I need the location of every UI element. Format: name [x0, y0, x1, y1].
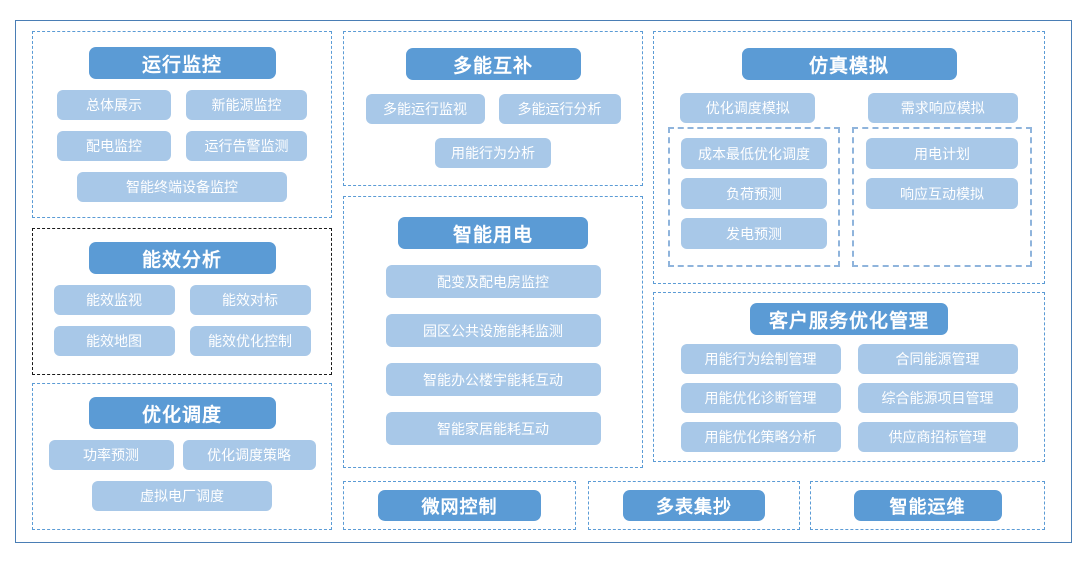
row: 配变及配电房监控 [385, 265, 601, 298]
item-energy-optimization-strategy-analysis[interactable]: 用能优化策略分析 [680, 422, 841, 452]
item-electricity-plan[interactable]: 用电计划 [866, 138, 1018, 169]
subgroup-dispatch-simulation[interactable]: 成本最低优化调度 负荷预测 发电预测 [668, 127, 840, 267]
item-smart-home-energy-interaction[interactable]: 智能家居能耗互动 [385, 412, 601, 445]
item-transformer-substation-monitoring[interactable]: 配变及配电房监控 [385, 265, 601, 298]
row: 用能优化诊断管理 综合能源项目管理 [680, 383, 1018, 413]
item-multi-energy-operation-monitoring[interactable]: 多能运行监视 [365, 94, 485, 124]
row: 园区公共设施能耗监测 [385, 314, 601, 347]
group-title-simulation[interactable]: 仿真模拟 [741, 48, 957, 80]
item-overall-display[interactable]: 总体展示 [57, 90, 171, 120]
item-optimal-dispatch-strategy[interactable]: 优化调度策略 [182, 440, 316, 470]
item-virtual-power-plant-dispatch[interactable]: 虚拟电厂调度 [92, 481, 272, 511]
item-generation-forecast[interactable]: 发电预测 [681, 218, 827, 249]
item-efficiency-optimization-control[interactable]: 能效优化控制 [189, 326, 311, 356]
row: 多能运行监视 多能运行分析 [365, 94, 621, 124]
item-operation-alarm-monitoring[interactable]: 运行告警监测 [186, 131, 307, 161]
group-title-energy-efficiency[interactable]: 能效分析 [88, 242, 276, 274]
item-energy-behavior-mapping-management[interactable]: 用能行为绘制管理 [680, 344, 841, 374]
group-smart-electricity[interactable]: 智能用电 配变及配电房监控 园区公共设施能耗监测 智能办公楼宇能耗互动 智能家居… [343, 196, 643, 468]
group-title-smart-electricity[interactable]: 智能用电 [398, 217, 588, 249]
group-energy-efficiency[interactable]: 能效分析 能效监视 能效对标 能效地图 能效优化控制 [32, 228, 332, 375]
item-efficiency-map[interactable]: 能效地图 [53, 326, 175, 356]
item-efficiency-monitoring[interactable]: 能效监视 [53, 285, 175, 315]
group-title-smart-om[interactable]: 智能运维 [853, 490, 1002, 521]
item-load-forecast[interactable]: 负荷预测 [681, 178, 827, 209]
row: 智能家居能耗互动 [385, 412, 601, 445]
row: 智能终端设备监控 [77, 172, 287, 202]
row: 优化调度模拟 需求响应模拟 [654, 93, 1044, 123]
item-integrated-energy-project-management[interactable]: 综合能源项目管理 [857, 383, 1018, 413]
group-title-microgrid-control[interactable]: 微网控制 [378, 490, 541, 521]
group-microgrid-control[interactable]: 微网控制 [343, 481, 576, 530]
row: 配电监控 运行告警监测 [57, 131, 307, 161]
group-title-multi-meter-reading[interactable]: 多表集抄 [623, 490, 765, 521]
row: 总体展示 新能源监控 [57, 90, 307, 120]
group-title-customer-service[interactable]: 客户服务优化管理 [750, 303, 948, 335]
item-energy-optimization-diagnosis-management[interactable]: 用能优化诊断管理 [680, 383, 841, 413]
item-distribution-monitoring[interactable]: 配电监控 [57, 131, 171, 161]
item-supplier-tender-management[interactable]: 供应商招标管理 [857, 422, 1018, 452]
group-multi-energy[interactable]: 多能互补 多能运行监视 多能运行分析 用能行为分析 [343, 31, 643, 186]
item-smart-office-building-energy-interaction[interactable]: 智能办公楼宇能耗互动 [385, 363, 601, 396]
group-multi-meter-reading[interactable]: 多表集抄 [588, 481, 800, 530]
item-response-interaction-simulation[interactable]: 响应互动模拟 [866, 178, 1018, 209]
group-customer-service[interactable]: 客户服务优化管理 用能行为绘制管理 合同能源管理 用能优化诊断管理 综合能源项目… [653, 292, 1045, 462]
subgroup-demand-response-simulation[interactable]: 用电计划 响应互动模拟 [852, 127, 1032, 267]
item-new-energy-monitoring[interactable]: 新能源监控 [186, 90, 307, 120]
item-energy-behavior-analysis[interactable]: 用能行为分析 [435, 138, 551, 168]
item-multi-energy-operation-analysis[interactable]: 多能运行分析 [498, 94, 621, 124]
row: 用能行为绘制管理 合同能源管理 [680, 344, 1018, 374]
group-smart-om[interactable]: 智能运维 [810, 481, 1045, 530]
item-efficiency-benchmarking[interactable]: 能效对标 [189, 285, 311, 315]
item-lowest-cost-optimal-dispatch[interactable]: 成本最低优化调度 [681, 138, 827, 169]
row: 用能行为分析 [435, 138, 551, 168]
row: 功率预测 优化调度策略 [48, 440, 316, 470]
row: 能效监视 能效对标 [53, 285, 311, 315]
item-demand-response-simulation[interactable]: 需求响应模拟 [867, 93, 1018, 123]
group-title-operation-monitoring[interactable]: 运行监控 [88, 47, 276, 79]
group-operation-monitoring[interactable]: 运行监控 总体展示 新能源监控 配电监控 运行告警监测 智能终端设备监控 [32, 31, 332, 218]
item-optimal-dispatch-simulation[interactable]: 优化调度模拟 [680, 93, 816, 123]
group-title-multi-energy[interactable]: 多能互补 [405, 48, 581, 80]
row: 用能优化策略分析 供应商招标管理 [680, 422, 1018, 452]
row: 智能办公楼宇能耗互动 [385, 363, 601, 396]
group-title-optimal-dispatch[interactable]: 优化调度 [88, 397, 276, 429]
item-contract-energy-management[interactable]: 合同能源管理 [857, 344, 1018, 374]
row: 虚拟电厂调度 [92, 481, 272, 511]
row: 能效地图 能效优化控制 [53, 326, 311, 356]
group-simulation[interactable]: 仿真模拟 优化调度模拟 需求响应模拟 成本最低优化调度 负荷预测 发电预测 用电… [653, 31, 1045, 284]
item-park-public-facility-energy-monitoring[interactable]: 园区公共设施能耗监测 [385, 314, 601, 347]
item-power-forecast[interactable]: 功率预测 [48, 440, 174, 470]
group-optimal-dispatch[interactable]: 优化调度 功率预测 优化调度策略 虚拟电厂调度 [32, 383, 332, 530]
item-smart-terminal-device-monitoring[interactable]: 智能终端设备监控 [77, 172, 287, 202]
